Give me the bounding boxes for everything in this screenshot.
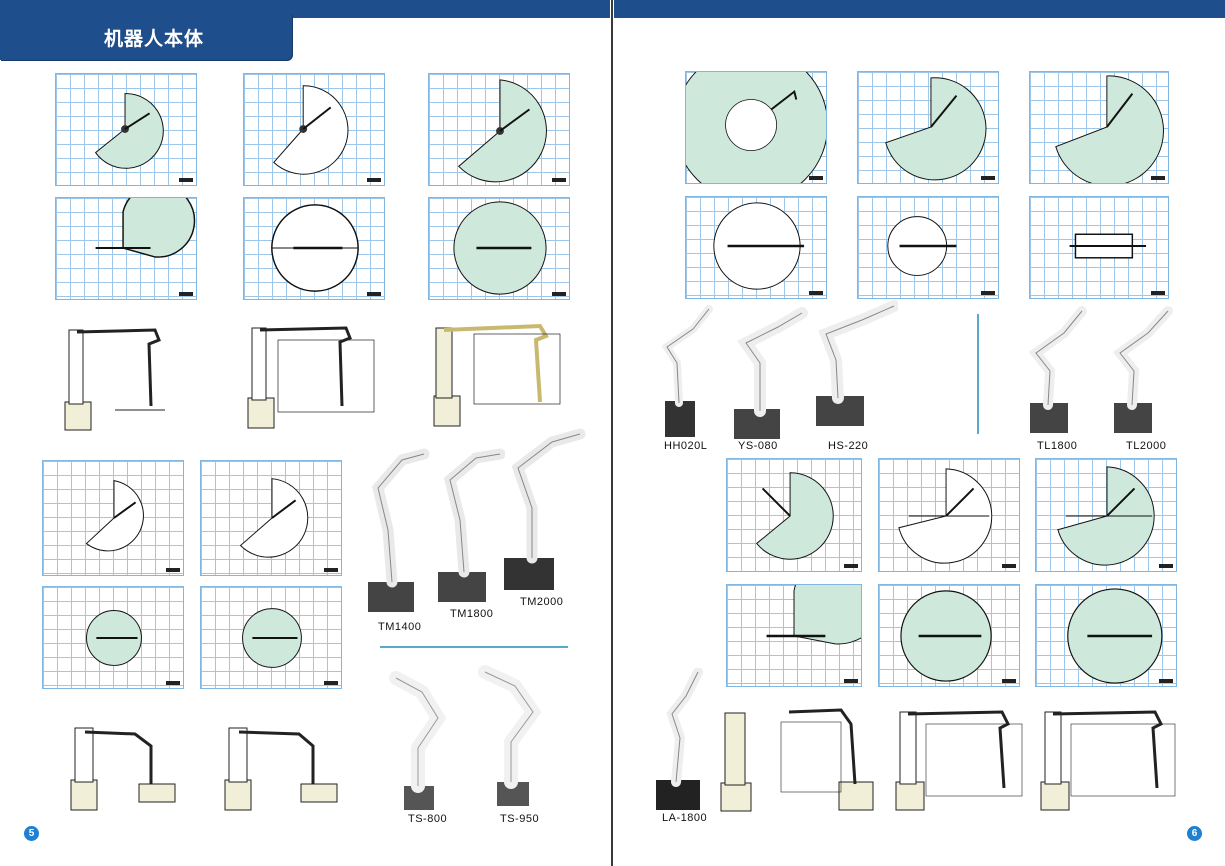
workspace-diagram: [200, 460, 342, 576]
scale-bar: [179, 292, 193, 296]
section-title: 机器人本体: [104, 28, 205, 50]
robot-name-ts950: TS-950: [500, 813, 540, 825]
robot-photo-hh020l: [655, 303, 715, 441]
robot-photo-tl2000: [1104, 305, 1174, 435]
top-view-diagram: [42, 586, 184, 689]
robot-photo-tm2000: [498, 424, 586, 592]
scale-bar: [981, 291, 995, 295]
scale-bar: [1159, 564, 1173, 568]
scale-bar: [844, 564, 858, 568]
dimension-drawing: [55, 718, 180, 816]
scale-bar: [324, 568, 338, 572]
page-number-right: 6: [1187, 826, 1202, 841]
left-header-bar: [0, 0, 610, 18]
scale-bar: [809, 176, 823, 180]
top-view-diagram: [200, 586, 342, 689]
scale-bar: [1002, 564, 1016, 568]
robot-name-tm2000: TM2000: [520, 596, 564, 608]
scale-bar: [1159, 679, 1173, 683]
robot-photo-ts950: [475, 664, 555, 809]
dimension-drawing: [242, 310, 382, 434]
top-view-diagram: [243, 197, 385, 300]
section-divider: [380, 646, 568, 648]
top-view-diagram: [726, 584, 862, 687]
workspace-diagram: [1035, 458, 1177, 572]
dimension-drawing: [1035, 700, 1185, 815]
scale-bar: [809, 291, 823, 295]
dimension-drawing: [428, 310, 570, 434]
robot-name-ys080: YS-080: [738, 440, 778, 452]
top-view-diagram: [685, 196, 827, 299]
top-view-diagram: [55, 197, 197, 300]
page-gutter: [611, 0, 613, 866]
workspace-diagram: [55, 73, 197, 186]
robot-name-hh020l: HH020L: [664, 440, 708, 452]
robot-photo-hs220: [810, 300, 900, 428]
top-view-diagram: [878, 584, 1020, 687]
robot-photo-ys080: [730, 303, 810, 441]
top-view-diagram: [1035, 584, 1177, 687]
workspace-diagram: [685, 71, 827, 184]
robot-name-tl2000: TL2000: [1126, 440, 1167, 452]
scale-bar: [1151, 291, 1165, 295]
dimension-drawing: [775, 700, 887, 815]
robot-photo-tl1800: [1020, 305, 1090, 435]
robot-name-hs220: HS-220: [828, 440, 869, 452]
dimension-drawing: [215, 718, 340, 816]
dimension-drawing: [713, 705, 761, 815]
workspace-diagram: [857, 71, 999, 184]
robot-name-ts800: TS-800: [408, 813, 448, 825]
workspace-diagram: [726, 458, 862, 572]
robot-photo-tm1800: [430, 440, 506, 605]
dimension-drawing: [55, 310, 195, 434]
workspace-diagram: [878, 458, 1020, 572]
section-divider: [977, 314, 979, 434]
scale-bar: [166, 681, 180, 685]
top-view-diagram: [1029, 196, 1169, 299]
scale-bar: [179, 178, 193, 182]
section-title-tab: 机器人本体: [0, 14, 292, 60]
scale-bar: [552, 292, 566, 296]
scale-bar: [367, 178, 381, 182]
scale-bar: [1002, 679, 1016, 683]
scale-bar: [166, 568, 180, 572]
scale-bar: [324, 681, 338, 685]
robot-photo-la1800: [650, 667, 708, 813]
top-view-diagram: [428, 197, 570, 300]
top-view-diagram: [857, 196, 999, 299]
dimension-drawing: [890, 700, 1030, 815]
robot-name-tl1800: TL1800: [1037, 440, 1078, 452]
robot-photo-ts800: [388, 668, 458, 813]
workspace-diagram: [428, 73, 570, 186]
robot-name-la1800: LA-1800: [662, 812, 708, 824]
robot-name-tm1800: TM1800: [450, 608, 494, 620]
robot-name-tm1400: TM1400: [378, 621, 422, 633]
scale-bar: [367, 292, 381, 296]
robot-photo-tm1400: [362, 440, 432, 615]
workspace-diagram: [42, 460, 184, 576]
page-number-left: 5: [24, 826, 39, 841]
right-header-bar: [614, 0, 1225, 18]
workspace-diagram: [243, 73, 385, 186]
scale-bar: [1151, 176, 1165, 180]
scale-bar: [981, 176, 995, 180]
workspace-diagram: [1029, 71, 1169, 184]
scale-bar: [844, 679, 858, 683]
scale-bar: [552, 178, 566, 182]
